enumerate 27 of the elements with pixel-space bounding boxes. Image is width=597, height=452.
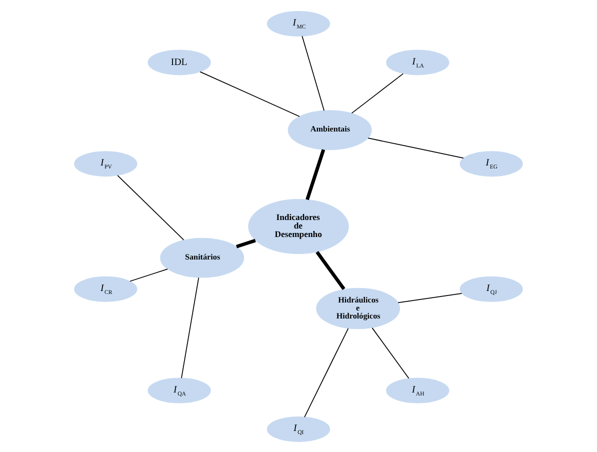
connector	[316, 250, 346, 290]
connector	[236, 238, 256, 248]
connector	[351, 72, 404, 114]
node-ellipse: Indicadores de Desempenho	[248, 198, 349, 254]
node-ellipse: Hidráulicos e Hidrológicos	[316, 287, 400, 329]
connector	[117, 174, 184, 240]
connector	[398, 292, 462, 303]
connector	[304, 328, 349, 417]
connector	[200, 70, 300, 116]
connector	[302, 35, 324, 111]
node-ellipse: I$_{PV}$	[74, 150, 138, 176]
node-ellipse: I$_{MC}$	[266, 10, 330, 36]
node-ellipse: I$_{AH}$	[386, 377, 450, 403]
connector	[368, 137, 464, 158]
connector	[306, 148, 326, 200]
node-ellipse: I$_{QA}$	[148, 377, 211, 403]
node-ellipse: I$_{QJ}$	[460, 276, 523, 302]
node-ellipse: I$_{EG}$	[460, 150, 523, 176]
node-ellipse: I$_{CR}$	[74, 276, 138, 302]
node-ellipse: IDL	[148, 49, 211, 75]
node-ellipse: Sanitários	[160, 237, 244, 278]
node-ellipse: I$_{QI}$	[266, 416, 330, 442]
node-ellipse: Ambientais	[288, 110, 372, 150]
connector	[372, 327, 410, 378]
node-ellipse: I$_{LA}$	[386, 49, 450, 75]
connector	[181, 276, 200, 378]
connector	[130, 268, 168, 282]
